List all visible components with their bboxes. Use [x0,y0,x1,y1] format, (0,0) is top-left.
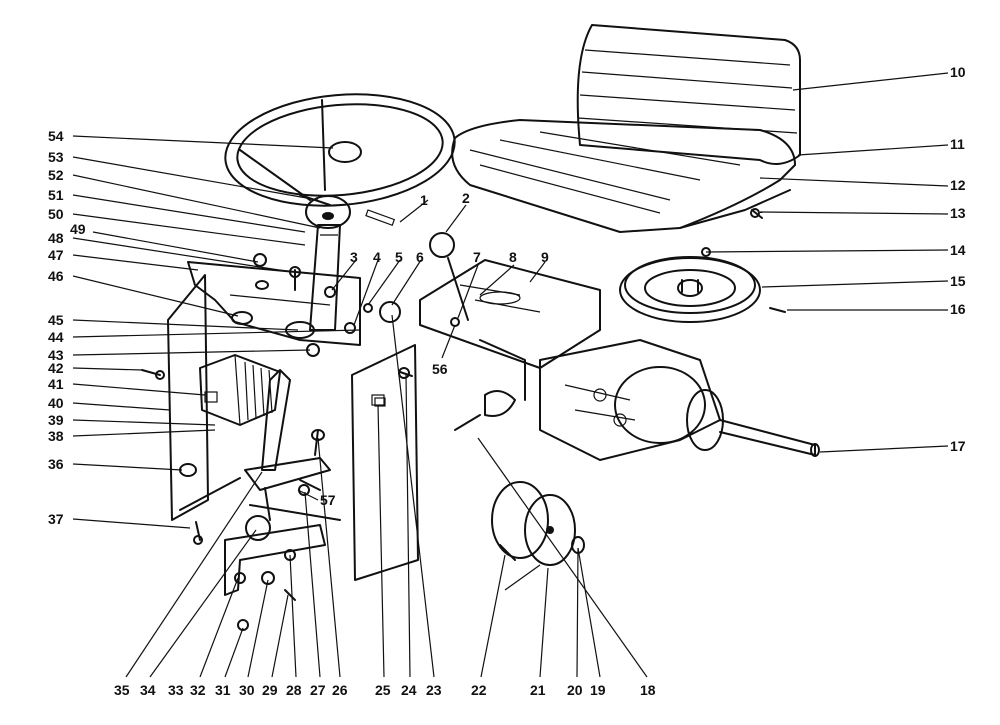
label-22: 22 [471,682,487,698]
label-18: 18 [640,682,656,698]
label-42: 42 [48,360,64,376]
label-33: 33 [168,682,184,698]
pulley [619,256,761,323]
label-4: 4 [373,249,381,265]
label-24: 24 [401,682,417,698]
label-6: 6 [416,249,424,265]
regulator-unit [199,354,281,426]
label-57: 57 [320,492,336,508]
label-49: 49 [70,221,86,237]
hardware [141,208,786,631]
label-34: 34 [140,682,156,698]
callout-labels: 1 2 3 4 5 6 7 8 9 10 11 12 13 14 15 16 1… [48,64,966,698]
label-47: 47 [48,247,64,263]
label-16: 16 [950,301,966,317]
label-44: 44 [48,329,64,345]
leader-lines [72,72,949,678]
label-31: 31 [215,682,231,698]
shift-housing [419,259,601,401]
steering-column [309,224,341,331]
label-45: 45 [48,312,64,328]
label-28: 28 [286,682,302,698]
label-30: 30 [239,682,255,698]
label-10: 10 [950,64,966,80]
label-53: 53 [48,149,64,165]
label-2: 2 [462,190,470,206]
label-41: 41 [48,376,64,392]
label-46: 46 [48,268,64,284]
label-54: 54 [48,128,64,144]
label-13: 13 [950,205,966,221]
label-51: 51 [48,187,64,203]
label-11: 11 [950,136,965,152]
label-40: 40 [48,395,64,411]
label-43: 43 [48,347,64,363]
label-52: 52 [48,167,64,183]
label-12: 12 [950,177,966,193]
label-15: 15 [950,273,966,289]
label-17: 17 [950,438,966,454]
gear-lever [379,232,469,323]
label-27: 27 [310,682,326,698]
label-9: 9 [541,249,549,265]
label-48: 48 [48,230,64,246]
brake-drum [491,481,585,591]
label-20: 20 [567,682,583,698]
label-8: 8 [509,249,517,265]
label-35: 35 [114,682,130,698]
label-29: 29 [262,682,278,698]
label-14: 14 [950,242,966,258]
label-39: 39 [48,412,64,428]
label-32: 32 [190,682,206,698]
steering-wheel [224,93,456,229]
label-37: 37 [48,511,64,527]
label-1: 1 [420,192,428,208]
label-25: 25 [375,682,391,698]
label-50: 50 [48,206,64,222]
label-3: 3 [350,249,358,265]
label-7: 7 [473,249,481,265]
transmission [454,339,820,461]
left-panel [167,274,241,521]
label-23: 23 [426,682,442,698]
label-26: 26 [332,682,348,698]
label-38: 38 [48,428,64,444]
label-56: 56 [432,361,448,377]
label-21: 21 [530,682,546,698]
seat [451,24,801,233]
label-36: 36 [48,456,64,472]
pedal-linkage [224,369,341,596]
label-19: 19 [590,682,606,698]
label-5: 5 [395,249,403,265]
part-illustrations [141,24,820,631]
